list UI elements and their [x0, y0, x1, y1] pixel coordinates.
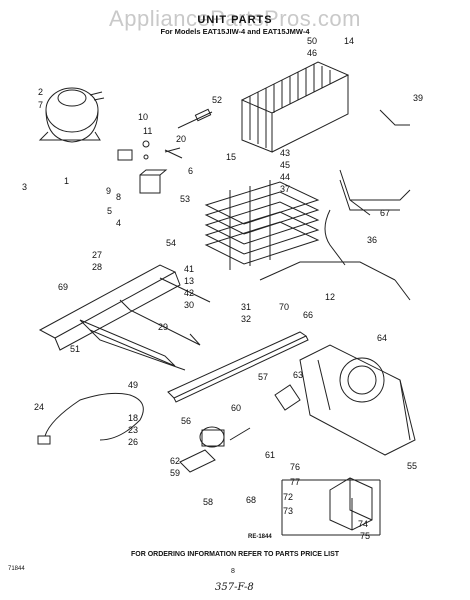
callout-61: 61: [265, 450, 275, 460]
callout-62: 62: [170, 456, 180, 466]
callout-56: 56: [181, 416, 191, 426]
callout-18: 18: [128, 413, 138, 423]
callout-77: 77: [290, 477, 300, 487]
footer-note: FOR ORDERING INFORMATION REFER TO PARTS …: [130, 551, 340, 558]
callout-2: 2: [38, 87, 43, 97]
callout-68: 68: [246, 495, 256, 505]
callout-9: 9: [106, 186, 111, 196]
callout-30: 30: [184, 300, 194, 310]
evaporator-drawing: [204, 180, 320, 270]
callout-74: 74: [358, 519, 368, 529]
diagram-subtitle: For Models EAT15JIW-4 and EAT15JMW-4: [160, 27, 310, 36]
callout-70: 70: [279, 302, 289, 312]
callout-42: 42: [184, 288, 194, 298]
callout-53: 53: [180, 194, 190, 204]
callout-76: 76: [290, 462, 300, 472]
base-frame-drawing: [38, 264, 211, 371]
callout-59: 59: [170, 468, 180, 478]
callout-51: 51: [70, 344, 80, 354]
callout-23: 23: [128, 425, 138, 435]
callout-66: 66: [303, 310, 313, 320]
callout-29: 29: [158, 322, 168, 332]
callout-5: 5: [107, 206, 112, 216]
callout-20: 20: [176, 134, 186, 144]
callout-10: 10: [138, 112, 148, 122]
callout-8: 8: [116, 192, 121, 202]
callout-12: 12: [325, 292, 335, 302]
left-id: 71844: [8, 566, 25, 572]
callout-15: 15: [226, 152, 236, 162]
diagram-title: UNIT PARTS: [197, 14, 273, 26]
callout-7: 7: [38, 100, 43, 110]
callout-4: 4: [116, 218, 121, 228]
callout-58: 58: [203, 497, 213, 507]
callout-63: 63: [293, 370, 303, 380]
callout-labels: 2 7 3 1 10 11 9 8 5 4 6 52 20 15 50 46 1…: [22, 36, 423, 541]
callout-31: 31: [241, 302, 251, 312]
callout-73: 73: [283, 506, 293, 516]
callout-36: 36: [367, 235, 377, 245]
callout-55: 55: [407, 461, 417, 471]
callout-49: 49: [128, 380, 138, 390]
drain-pan-drawing: [329, 477, 373, 531]
page-number: 8: [231, 568, 235, 575]
callout-67: 67: [380, 208, 390, 218]
callout-46: 46: [307, 48, 317, 58]
condenser-drawing: [240, 61, 350, 153]
callout-43: 43: [280, 148, 290, 158]
callout-27: 27: [92, 250, 102, 260]
callout-45: 45: [280, 160, 290, 170]
callout-44: 44: [280, 172, 290, 182]
watermark: AppliancePartsPros.com: [109, 6, 361, 31]
callout-14: 14: [344, 36, 354, 46]
handwritten-note: 357-F-8: [215, 582, 254, 593]
rear-bracket-drawing: [299, 344, 416, 456]
callout-52: 52: [212, 95, 222, 105]
callout-64: 64: [377, 333, 387, 343]
callout-54: 54: [166, 238, 176, 248]
callout-39: 39: [413, 93, 423, 103]
drawing-code: RE-1844: [248, 534, 272, 540]
callout-1: 1: [64, 176, 69, 186]
callout-37: 37: [280, 184, 290, 194]
callout-41: 41: [184, 264, 194, 274]
compressor-drawing: [38, 87, 105, 143]
callout-32: 32: [241, 314, 251, 324]
callout-3: 3: [22, 182, 27, 192]
callout-75: 75: [360, 531, 370, 541]
fan-motor-drawing: [179, 384, 301, 473]
callout-50: 50: [307, 36, 317, 46]
callout-57: 57: [258, 372, 268, 382]
callout-6: 6: [188, 166, 193, 176]
callout-28: 28: [92, 262, 102, 272]
callout-69: 69: [58, 282, 68, 292]
callout-24: 24: [34, 402, 44, 412]
callout-13: 13: [184, 276, 194, 286]
callout-60: 60: [231, 403, 241, 413]
callout-72: 72: [283, 492, 293, 502]
callout-26: 26: [128, 437, 138, 447]
callout-11: 11: [143, 126, 152, 136]
